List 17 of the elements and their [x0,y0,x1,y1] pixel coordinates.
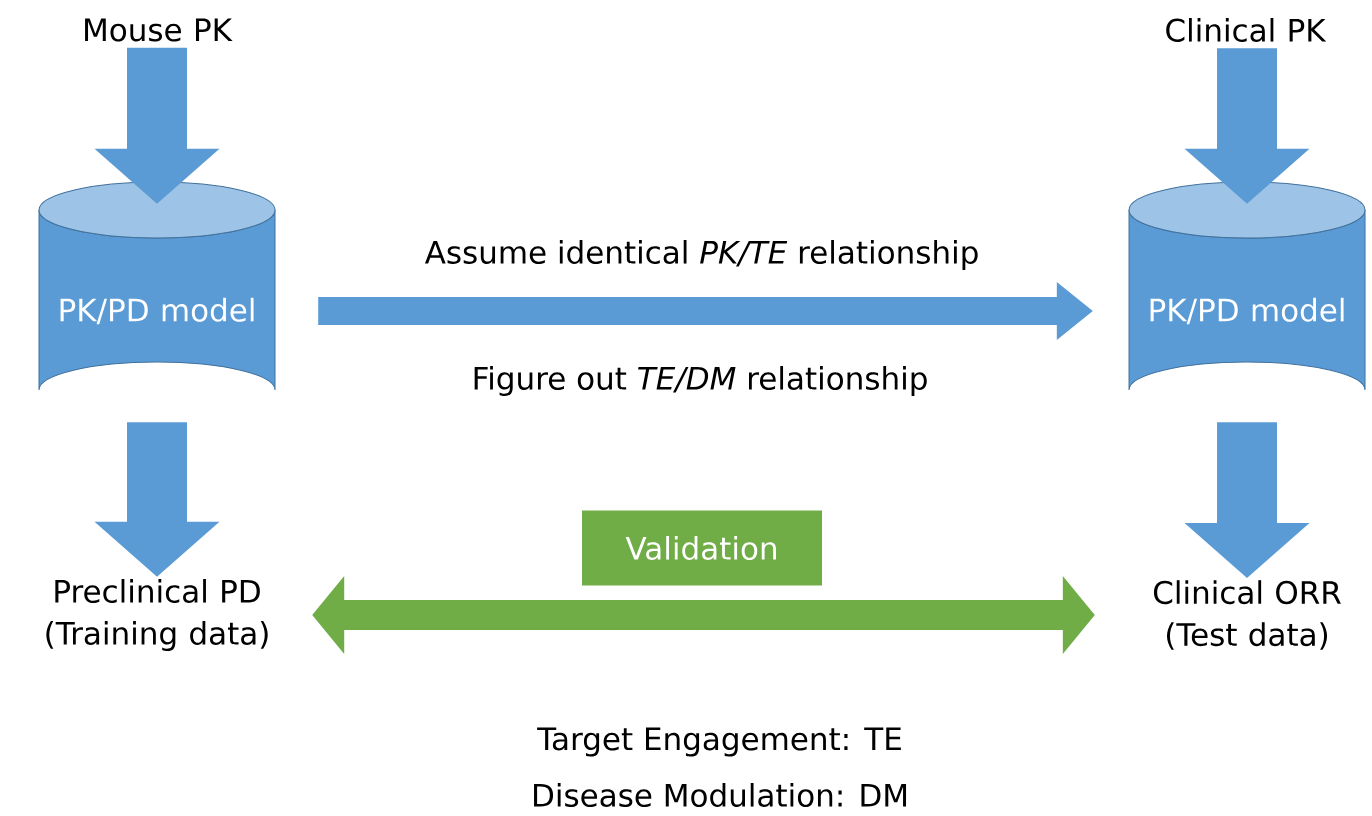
node-text: Preclinical PD (Training data) [46,579,268,651]
block-arrow [312,576,1095,654]
legend-text: Target Engagement: TE [537,727,901,757]
database-cylinder: PK/PD model [1128,181,1366,391]
database-cylinder: PK/PD model [38,181,276,391]
node-text: Clinical PK [1166,18,1327,42]
legend-text: Disease Modulation: DM [534,783,907,807]
edge-label: Validation [582,510,822,586]
node-text: Clinical ORR (Test data) [1153,580,1341,650]
edge-label: Assume identical PK/TE relationship [422,238,982,272]
block-arrow [318,282,1093,340]
edge-note: Figure out TE/DM relationship [474,366,927,396]
block-arrow [94,47,220,204]
block-arrow [94,422,220,577]
block-arrow [1184,422,1310,578]
node-text: Mouse PK [85,18,233,42]
block-arrow [1184,48,1310,204]
